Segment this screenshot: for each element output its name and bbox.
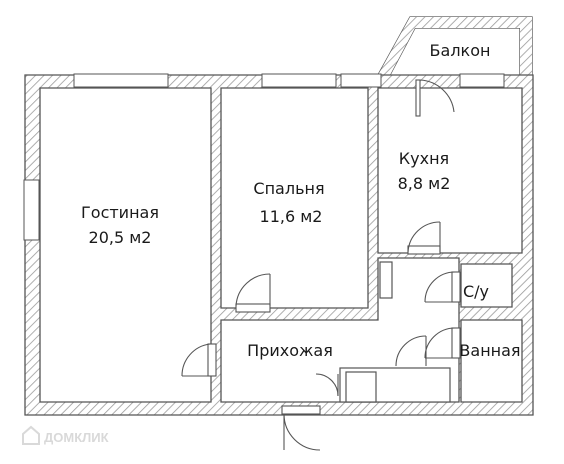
outer-walls bbox=[24, 74, 534, 416]
partitions bbox=[339, 261, 451, 403]
home-logo-icon bbox=[22, 425, 40, 445]
bedroom-area: 11,6 м2 bbox=[260, 207, 323, 226]
watermark: ДОМКЛИК bbox=[22, 425, 109, 445]
hallway-name: Прихожая bbox=[247, 341, 333, 360]
kitchen-name: Кухня bbox=[399, 149, 449, 168]
doors bbox=[181, 79, 461, 451]
windows bbox=[23, 73, 505, 241]
kitchen-area: 8,8 м2 bbox=[398, 174, 451, 193]
bathroom-name: Ванная bbox=[459, 341, 520, 360]
wc-name: С/у bbox=[463, 282, 489, 301]
balcony bbox=[377, 16, 533, 76]
balcony-name: Балкон bbox=[430, 41, 491, 60]
living-room-name: Гостиная bbox=[81, 203, 159, 222]
watermark-text: ДОМКЛИК bbox=[44, 430, 109, 445]
bedroom-name: Спальня bbox=[253, 179, 324, 198]
living-room-area: 20,5 м2 bbox=[89, 228, 152, 247]
